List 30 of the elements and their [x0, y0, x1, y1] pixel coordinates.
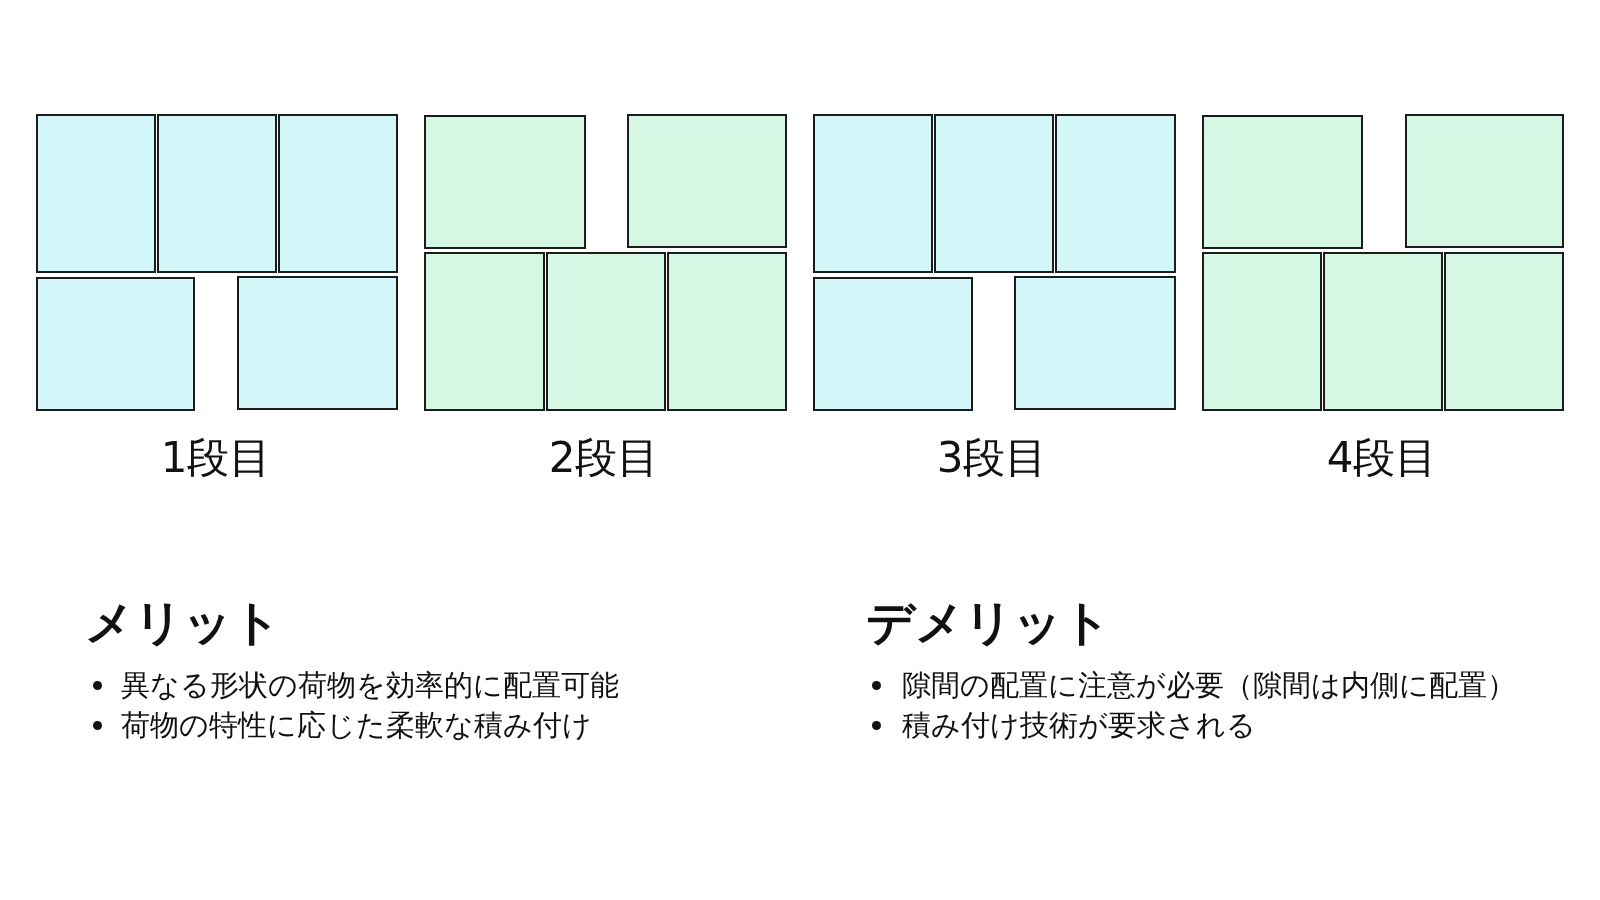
- bullet-text: 異なる形状の荷物を効率的に配置可能: [121, 667, 619, 703]
- package-box: [1323, 252, 1443, 411]
- bullet-text: 隙間の配置に注意が必要（隙間は内側に配置）: [902, 667, 1516, 703]
- section-heading: メリット: [85, 594, 281, 652]
- package-box: [1202, 115, 1363, 249]
- package-box: [546, 252, 666, 411]
- package-box: [278, 114, 398, 273]
- layer-label: 4段目: [1326, 432, 1438, 484]
- package-box: [36, 114, 156, 273]
- layer-label: 2段目: [548, 432, 660, 484]
- package-box: [424, 115, 586, 249]
- package-box: [424, 252, 545, 411]
- package-box: [813, 277, 973, 411]
- package-box: [1444, 252, 1564, 411]
- package-box: [157, 114, 277, 273]
- package-box: [934, 114, 1054, 273]
- section-heading: デメリット: [866, 594, 1111, 652]
- package-box: [1014, 276, 1176, 410]
- package-box: [1405, 114, 1564, 248]
- package-box: [36, 277, 195, 411]
- package-box: [627, 114, 787, 248]
- package-box: [813, 114, 933, 273]
- layer-label: 1段目: [160, 432, 272, 484]
- package-box: [1055, 114, 1176, 273]
- package-box: [667, 252, 787, 411]
- bullet-text: 積み付け技術が要求される: [902, 707, 1256, 743]
- package-box: [1202, 252, 1322, 411]
- bullet-text: 荷物の特性に応じた柔軟な積み付け: [121, 707, 592, 743]
- package-box: [237, 276, 398, 410]
- layer-label: 3段目: [936, 432, 1048, 484]
